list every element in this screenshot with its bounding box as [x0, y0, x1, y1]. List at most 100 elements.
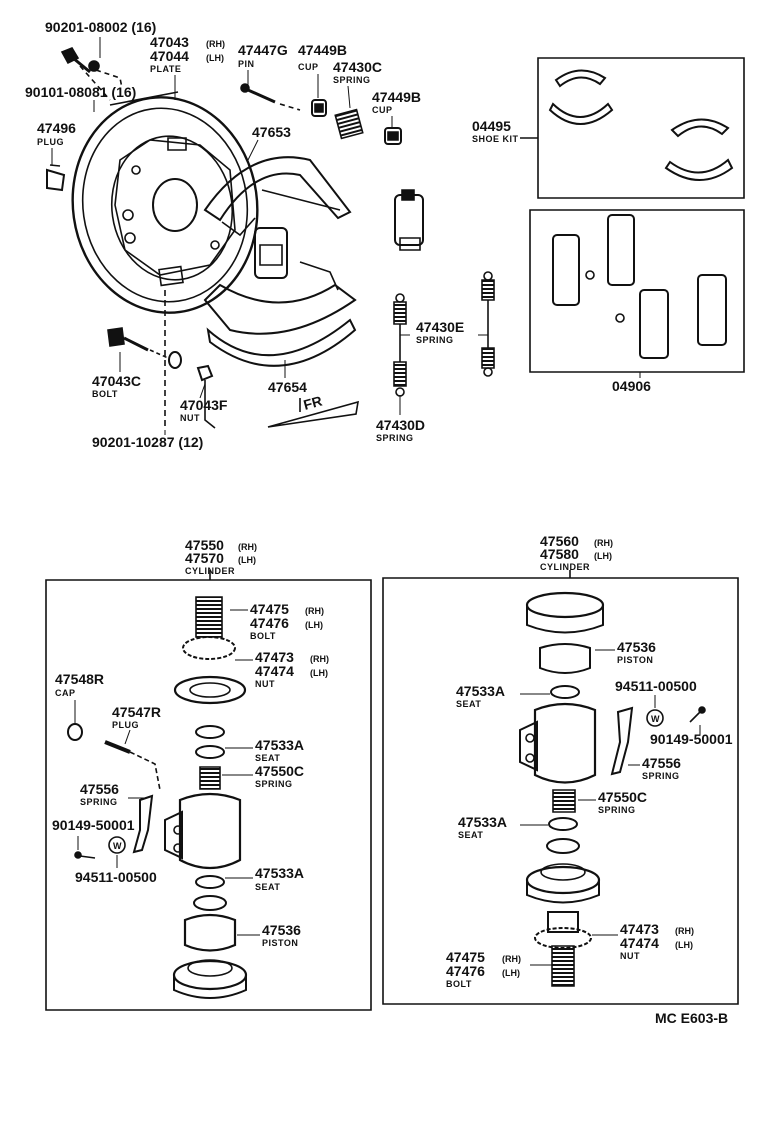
label-right-47475-bolt: 47475 (RH) 47476 (LH) BOLT	[446, 949, 521, 989]
label-right-90149-50001: 90149-50001	[650, 731, 733, 747]
right-cylinder-box	[383, 570, 738, 1004]
svg-text:47550C: 47550C	[598, 789, 647, 805]
leader-lines	[52, 37, 700, 965]
svg-text:47570: 47570	[185, 550, 224, 566]
svg-text:PLUG: PLUG	[112, 720, 139, 730]
label-left-94511-00500: 94511-00500	[75, 869, 157, 885]
svg-text:(LH): (LH)	[594, 551, 612, 561]
svg-text:47430C: 47430C	[333, 59, 382, 75]
svg-text:47473: 47473	[255, 649, 294, 665]
right-cylinder-header: 47560 (RH) 47580 (LH) CYLINDER	[540, 533, 613, 572]
label-left-47548r-cap: 47548R CAP	[55, 671, 104, 698]
svg-text:47474: 47474	[620, 935, 659, 951]
svg-text:47550C: 47550C	[255, 763, 304, 779]
label-left-47556-spring: 47556 SPRING	[80, 781, 119, 807]
label-47654: 47654	[268, 379, 307, 395]
svg-text:47536: 47536	[262, 922, 301, 938]
svg-text:W: W	[113, 841, 122, 851]
svg-text:CUP: CUP	[372, 105, 393, 115]
svg-text:47550: 47550	[185, 537, 224, 553]
label-47430e-spring: 47430E SPRING	[416, 319, 464, 345]
wheel-cylinder-small-drawing	[255, 190, 423, 278]
svg-text:FR: FR	[302, 393, 324, 413]
svg-text:47654: 47654	[268, 379, 307, 395]
label-90201-10287: 90201-10287 (12)	[92, 434, 203, 450]
label-90101-08081: 90101-08081 (16)	[25, 84, 136, 100]
svg-text:47580: 47580	[540, 546, 579, 562]
top-bolts-drawing	[62, 48, 122, 100]
label-47653: 47653	[252, 124, 291, 140]
svg-text:47556: 47556	[80, 781, 119, 797]
svg-text:47533A: 47533A	[255, 865, 304, 881]
svg-text:90149-50001: 90149-50001	[52, 817, 135, 833]
svg-text:PIN: PIN	[238, 59, 255, 69]
label-left-47550c-spring: 47550C SPRING	[255, 763, 304, 789]
svg-text:47475: 47475	[250, 601, 289, 617]
svg-text:SPRING: SPRING	[333, 75, 371, 85]
svg-text:47556: 47556	[642, 755, 681, 771]
label-47447g-pin: 47447G PIN	[238, 42, 288, 69]
label-47043-plate: 47043 (RH) 47044 (LH) PLATE	[150, 34, 225, 74]
label-47449b-cup: 47449B CUP	[372, 89, 421, 115]
svg-text:(RH): (RH)	[594, 538, 613, 548]
svg-text:(LH): (LH)	[305, 620, 323, 630]
label-left-47536-piston: 47536 PISTON	[262, 922, 301, 948]
label-47043f-nut: 47043F NUT	[180, 397, 228, 423]
diagram-code: MC E603-B	[655, 1010, 728, 1026]
svg-text:47548R: 47548R	[55, 671, 104, 687]
svg-text:BOLT: BOLT	[446, 979, 472, 989]
label-90201-08002: 90201-08002 (16)	[45, 19, 156, 35]
label-right-47550c-spring: 47550C SPRING	[598, 789, 647, 815]
svg-text:90101-08081 (16): 90101-08081 (16)	[25, 84, 136, 100]
svg-text:47653: 47653	[252, 124, 291, 140]
svg-text:W: W	[651, 714, 660, 724]
svg-text:04906: 04906	[612, 378, 651, 394]
svg-text:47449B: 47449B	[298, 42, 347, 58]
svg-text:47533A: 47533A	[255, 737, 304, 753]
cup-spring-top-drawing	[312, 100, 401, 144]
svg-text:47447G: 47447G	[238, 42, 288, 58]
svg-text:NUT: NUT	[620, 951, 640, 961]
svg-text:SEAT: SEAT	[456, 699, 481, 709]
svg-text:47560: 47560	[540, 533, 579, 549]
plug-47496-drawing	[47, 165, 64, 190]
svg-text:PLUG: PLUG	[37, 137, 64, 147]
label-left-47473-nut: 47473 (RH) 47474 (LH) NUT	[255, 649, 329, 689]
svg-text:NUT: NUT	[180, 413, 200, 423]
brake-shoe-47653-drawing	[205, 157, 350, 235]
label-right-47533a-seat-a: 47533A SEAT	[456, 683, 505, 709]
svg-text:04495: 04495	[472, 118, 511, 134]
svg-text:SPRING: SPRING	[376, 433, 414, 443]
svg-text:47475: 47475	[446, 949, 485, 965]
svg-text:90201-08002 (16): 90201-08002 (16)	[45, 19, 156, 35]
svg-text:47547R: 47547R	[112, 704, 161, 720]
svg-text:(LH): (LH)	[206, 53, 224, 63]
svg-text:BOLT: BOLT	[250, 631, 276, 641]
label-left-47533a-seat-a: 47533A SEAT	[255, 737, 304, 763]
brake-shoe-47654-drawing	[205, 262, 355, 366]
label-right-47556-spring: 47556 SPRING	[642, 755, 681, 781]
svg-text:(RH): (RH)	[675, 926, 694, 936]
svg-text:47476: 47476	[446, 963, 485, 979]
label-04495-shoe-kit: 04495 SHOE KIT	[472, 118, 519, 144]
svg-text:MC E603-B: MC E603-B	[655, 1010, 728, 1026]
svg-text:SHOE KIT: SHOE KIT	[472, 134, 519, 144]
left-cylinder-header: 47550 (RH) 47570 (LH) CYLINDER	[185, 537, 257, 576]
right-washer-symbol: W	[651, 714, 660, 724]
bolt-nut-47043-drawing	[108, 290, 215, 430]
svg-text:47533A: 47533A	[456, 683, 505, 699]
svg-text:47043C: 47043C	[92, 373, 141, 389]
svg-text:90149-50001: 90149-50001	[650, 731, 733, 747]
label-right-47533a-seat-b: 47533A SEAT	[458, 814, 507, 840]
springs-47430d-47430e-drawing	[394, 272, 494, 396]
svg-text:(RH): (RH)	[310, 654, 329, 664]
label-left-47475-bolt: 47475 (RH) 47476 (LH) BOLT	[250, 601, 324, 641]
pin-47447g-drawing	[241, 84, 300, 110]
label-47043c-bolt: 47043C BOLT	[92, 373, 141, 399]
svg-text:CUP: CUP	[298, 62, 319, 72]
label-left-47533a-seat-b: 47533A SEAT	[255, 865, 304, 892]
svg-text:(LH): (LH)	[310, 668, 328, 678]
svg-text:47043: 47043	[150, 34, 189, 50]
fr-arrow-drawing	[268, 398, 358, 427]
